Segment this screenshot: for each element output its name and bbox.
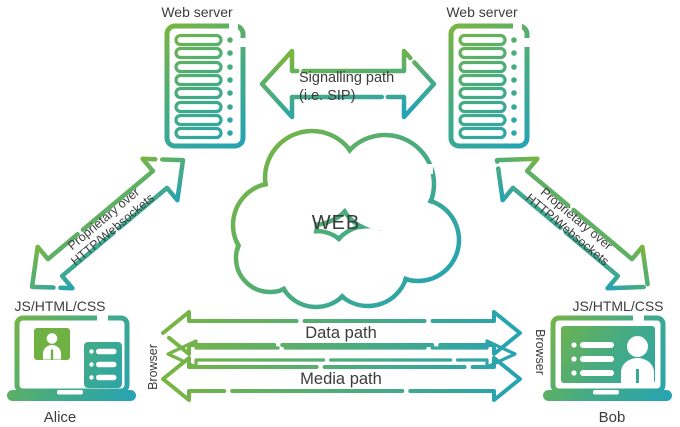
server-slot [458, 46, 507, 60]
laptop-base [543, 390, 672, 401]
web-cloud-icon: WEB [230, 128, 462, 310]
server-link-left-arrow: Proprietary over HTTP/Websockets [29, 156, 186, 291]
media-path-arrow-icon [161, 356, 522, 402]
laptop-base [7, 390, 136, 401]
web-server-left-icon [164, 23, 246, 149]
server-slot [458, 113, 507, 127]
video-avatar-tile [34, 328, 70, 360]
laptop-base-notch [593, 390, 619, 395]
server-body [448, 23, 530, 149]
web-server-left-label: Web server [161, 4, 233, 20]
server-slot-dots [227, 37, 233, 136]
alice-stack-label: JS/HTML/CSS [14, 298, 105, 314]
list-icon [571, 342, 614, 376]
browser-label-right: Browser [533, 329, 547, 375]
peer-to-peer-paths: Data path Media path [161, 310, 522, 402]
server-link-right-arrow: Proprietary over HTTP/Websockets [494, 156, 651, 291]
server-slot [174, 126, 223, 140]
server-slot [458, 126, 507, 140]
bob-name-label: Bob [599, 409, 626, 426]
web-server-right-icon [448, 23, 530, 149]
thin-path-arrow-icon [166, 339, 517, 369]
server-slot [458, 33, 507, 47]
server-slot [174, 86, 223, 100]
server-slot [174, 46, 223, 60]
browser-label-left: Browser [146, 344, 160, 390]
alice-laptop-icon [7, 315, 136, 401]
server-slots [174, 33, 223, 140]
double-arrow-diagonal-icon [29, 156, 186, 291]
media-path-label: Media path [300, 370, 382, 388]
alice-name-label: Alice [44, 409, 77, 426]
server-slots [458, 33, 507, 140]
bob-stack-label: JS/HTML/CSS [572, 298, 663, 314]
signalling-path-label-line2: (i.e. SIP) [299, 88, 355, 104]
server-slot [174, 113, 223, 127]
list-icon [89, 348, 117, 381]
server-body [164, 23, 246, 149]
double-arrow-diagonal-icon [494, 156, 651, 291]
data-path-arrow-icon [161, 310, 522, 356]
web-cloud-label: WEB [312, 212, 361, 234]
server-slot [458, 60, 507, 74]
server-slot [174, 60, 223, 74]
server-slot-dots [511, 37, 517, 136]
server-slot [458, 86, 507, 100]
web-server-right-label: Web server [446, 4, 518, 20]
signalling-path-label-line1: Signalling path [299, 70, 394, 86]
double-arrow-horizontal-icon [259, 48, 437, 120]
stroke-gap-marks [97, 21, 644, 322]
server-slot [458, 100, 507, 114]
signalling-path-arrow: Signalling path (i.e. SIP) [259, 48, 437, 120]
data-path-label: Data path [305, 324, 377, 342]
server-slot [458, 73, 507, 87]
server-slot [174, 73, 223, 87]
laptop-base-notch [57, 390, 83, 395]
server-slot [174, 33, 223, 47]
bob-laptop-icon [543, 315, 672, 401]
server-slot [174, 100, 223, 114]
